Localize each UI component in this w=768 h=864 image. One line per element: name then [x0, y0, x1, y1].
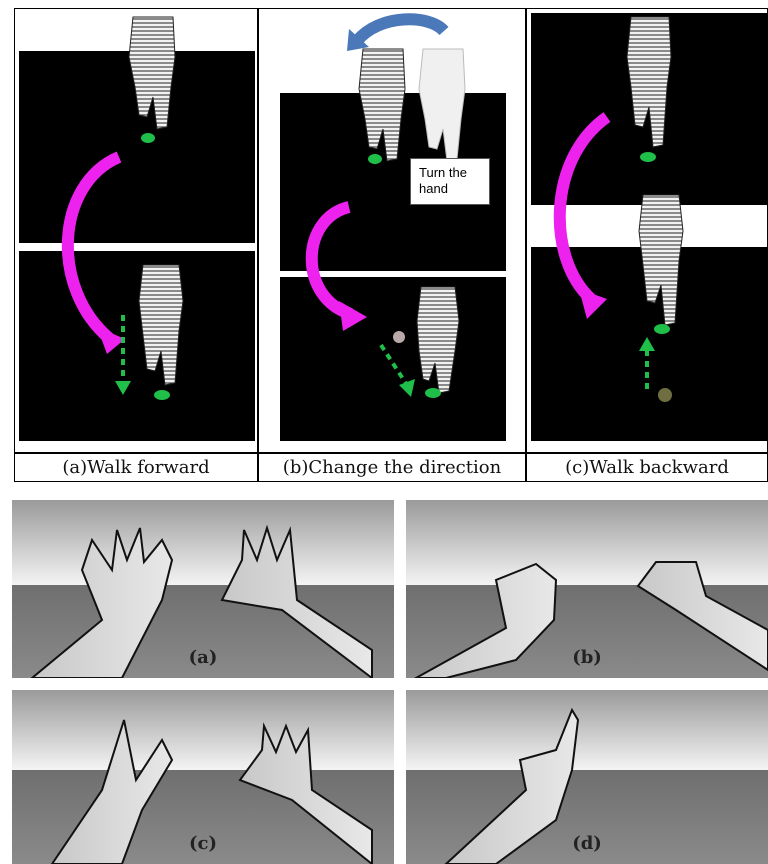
- walk-forward-illustration: [15, 9, 258, 454]
- caption-walk-forward: (a)Walk forward: [14, 452, 258, 482]
- fingertip-marker: [154, 390, 170, 400]
- turn-arrow-icon: [357, 19, 444, 41]
- fingertip-marker: [368, 154, 382, 164]
- fingertip-marker: [141, 133, 155, 143]
- photo-a: (a): [12, 500, 394, 678]
- fingertip-marker: [640, 152, 656, 162]
- photo-d: (d): [406, 690, 768, 864]
- previous-position-marker: [393, 331, 405, 343]
- panel-walk-forward: [14, 8, 258, 454]
- photo-label: (b): [406, 647, 768, 668]
- photo-c: (c): [12, 690, 394, 864]
- photo-label: (d): [406, 833, 768, 854]
- fingertip-marker: [654, 324, 670, 334]
- caption-row: (a)Walk forward (b)Change the direction …: [14, 452, 768, 482]
- change-direction-illustration: [259, 9, 526, 454]
- panel-walk-backward: [526, 8, 768, 454]
- walk-backward-illustration: [527, 9, 768, 454]
- fingertip-marker: [425, 388, 441, 398]
- caption-walk-backward: (c)Walk backward: [526, 452, 768, 482]
- caption-change-direction: (b)Change the direction: [258, 452, 526, 482]
- previous-position-marker: [658, 388, 672, 402]
- photo-label: (a): [12, 647, 394, 668]
- photo-b: (b): [406, 500, 768, 678]
- photo-label: (c): [12, 833, 394, 854]
- panel-change-direction: Turn the hand: [258, 8, 526, 454]
- turn-hand-note: Turn the hand: [410, 158, 490, 205]
